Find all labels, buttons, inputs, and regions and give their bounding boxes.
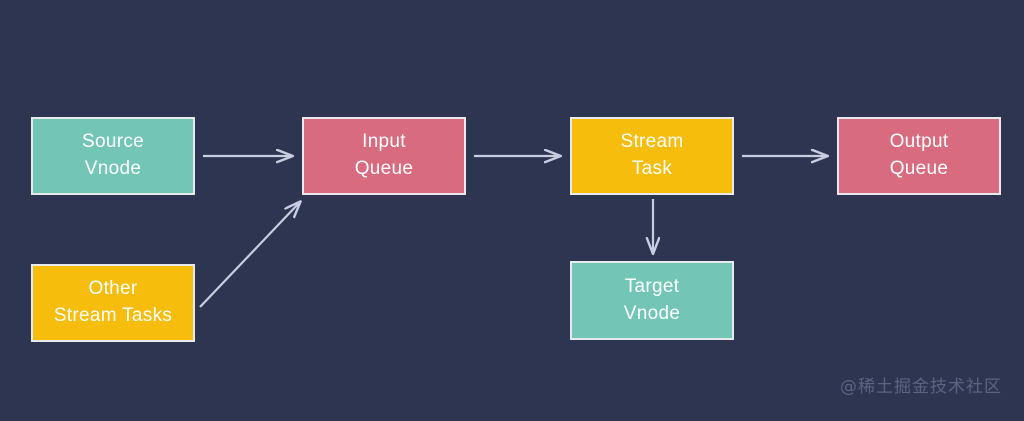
node-label-line1: Other <box>88 278 138 300</box>
node-label-line2: Task <box>631 158 673 179</box>
node-source-vnode[interactable]: Source Vnode <box>31 117 195 195</box>
node-label-line1: Output <box>889 131 949 153</box>
watermark: @稀土掘金技术社区 <box>840 377 1002 397</box>
node-label-line2: Stream Tasks <box>53 305 173 326</box>
node-label-line1: Target <box>624 275 680 297</box>
node-target-vnode[interactable]: Target Vnode <box>570 261 734 340</box>
node-other-stream-tasks[interactable]: Other Stream Tasks <box>31 264 195 342</box>
node-output-queue[interactable]: Output Queue <box>837 117 1001 195</box>
node-label-line1: Input <box>362 131 406 153</box>
node-label-line2: Queue <box>354 158 414 179</box>
node-label-line2: Vnode <box>84 158 142 179</box>
node-label-line2: Vnode <box>623 302 681 324</box>
node-stream-task[interactable]: Stream Task <box>570 117 734 195</box>
node-input-queue[interactable]: Input Queue <box>302 117 466 195</box>
edge-other-tasks-to-input <box>199 202 300 308</box>
node-label-line1: Source <box>81 131 144 153</box>
node-label-line1: Stream <box>620 131 684 153</box>
node-label-line2: Queue <box>889 158 949 179</box>
